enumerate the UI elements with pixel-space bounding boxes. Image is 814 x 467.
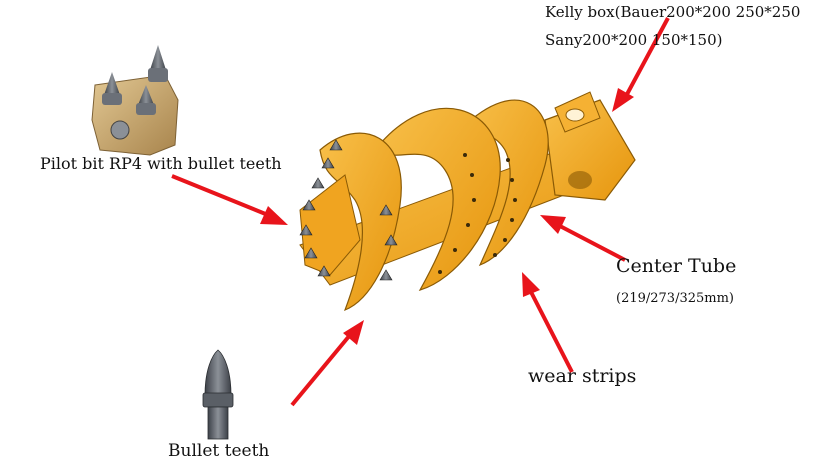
cutting-teeth	[299, 139, 398, 281]
arrow-pilot-bit	[171, 174, 288, 225]
label-center-tube-sizes: (219/273/325mm)	[616, 291, 734, 306]
kelly-box	[544, 91, 636, 201]
label-bullet-teeth: Bullet teeth	[168, 441, 270, 461]
pilot-bit-image	[91, 45, 179, 156]
label-kelly-box-line2: Sany200*200 150*150)	[545, 31, 723, 49]
label-center-tube: Center Tube	[616, 255, 737, 277]
bullet-tooth-image	[202, 349, 234, 440]
label-wear-strips: wear strips	[528, 365, 637, 387]
pilot-section	[299, 174, 361, 276]
auger-flight-2	[374, 107, 501, 291]
auger-illustration	[299, 91, 636, 312]
auger-flight-1	[319, 132, 402, 312]
arrow-wear-strips	[522, 272, 574, 373]
arrow-center-tube	[540, 215, 626, 262]
wear-strip-edges	[438, 153, 517, 274]
arrow-bullet-teeth	[290, 320, 364, 407]
auger-flight-3	[459, 99, 549, 267]
arrow-kelly-box	[612, 17, 670, 112]
callout-arrows	[171, 17, 670, 407]
label-kelly-box-line1: Kelly box(Bauer200*200 250*250	[545, 3, 801, 21]
label-pilot-bit: Pilot bit RP4 with bullet teeth	[40, 154, 282, 173]
